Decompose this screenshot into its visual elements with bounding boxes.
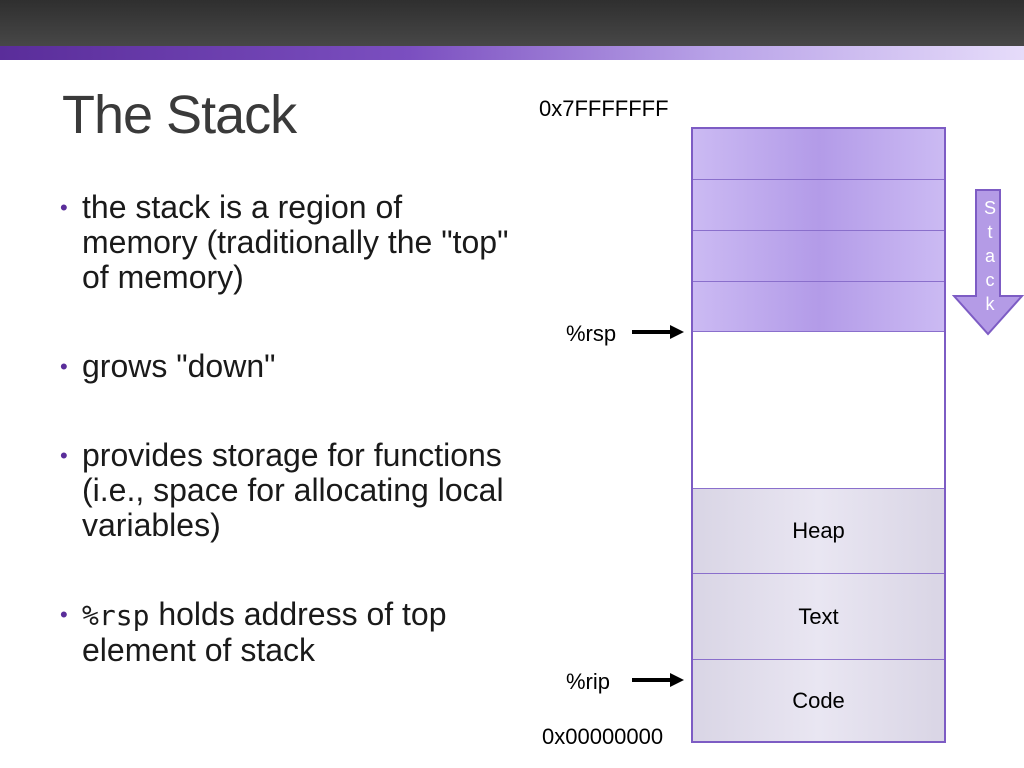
bullet-code: %rsp — [82, 599, 150, 632]
bottom-address-label: 0x00000000 — [542, 724, 664, 749]
bullet-text: holds address of top element of stack — [82, 596, 447, 668]
stack-frame — [693, 180, 944, 231]
bullet-text: grows "down" — [82, 348, 276, 384]
header-bar — [0, 0, 1024, 46]
bullet-item: the stack is a region of memory (traditi… — [58, 190, 518, 295]
rsp-label: %rsp — [566, 321, 617, 346]
stack-frame — [693, 129, 944, 180]
slide-title: The Stack — [62, 85, 297, 145]
code-segment: Code — [693, 660, 944, 741]
stack-letter: k — [985, 294, 995, 314]
bullet-text: provides storage for functions (i.e., sp… — [82, 437, 504, 543]
bullet-item: grows "down" — [58, 348, 518, 385]
text-segment: Text — [693, 574, 944, 660]
stack-growth-arrow-icon — [952, 189, 1024, 336]
rip-label: %rip — [566, 669, 611, 694]
stack-letter: c — [985, 270, 995, 290]
bullet-item: provides storage for functions (i.e., sp… — [58, 438, 518, 543]
accent-bar — [0, 46, 1024, 60]
memory-diagram: Heap Text Code — [691, 127, 946, 743]
top-address-label: 0x7FFFFFFF — [539, 96, 669, 121]
bullet-item: %rsp holds address of top element of sta… — [58, 597, 518, 668]
stack-frame — [693, 231, 944, 282]
heap-segment: Heap — [693, 489, 944, 574]
free-region — [693, 332, 944, 489]
stack-letter: a — [984, 246, 995, 266]
rsp-arrow-icon — [632, 325, 684, 339]
stack-frame — [693, 282, 944, 332]
stack-letter: t — [987, 222, 993, 242]
stack-growth-label: S t a c k — [978, 196, 1002, 316]
bullet-list: the stack is a region of memory (traditi… — [58, 190, 518, 668]
stack-letter: S — [983, 198, 996, 218]
bullet-text: the stack is a region of memory (traditi… — [82, 189, 509, 295]
rip-arrow-icon — [632, 673, 684, 687]
